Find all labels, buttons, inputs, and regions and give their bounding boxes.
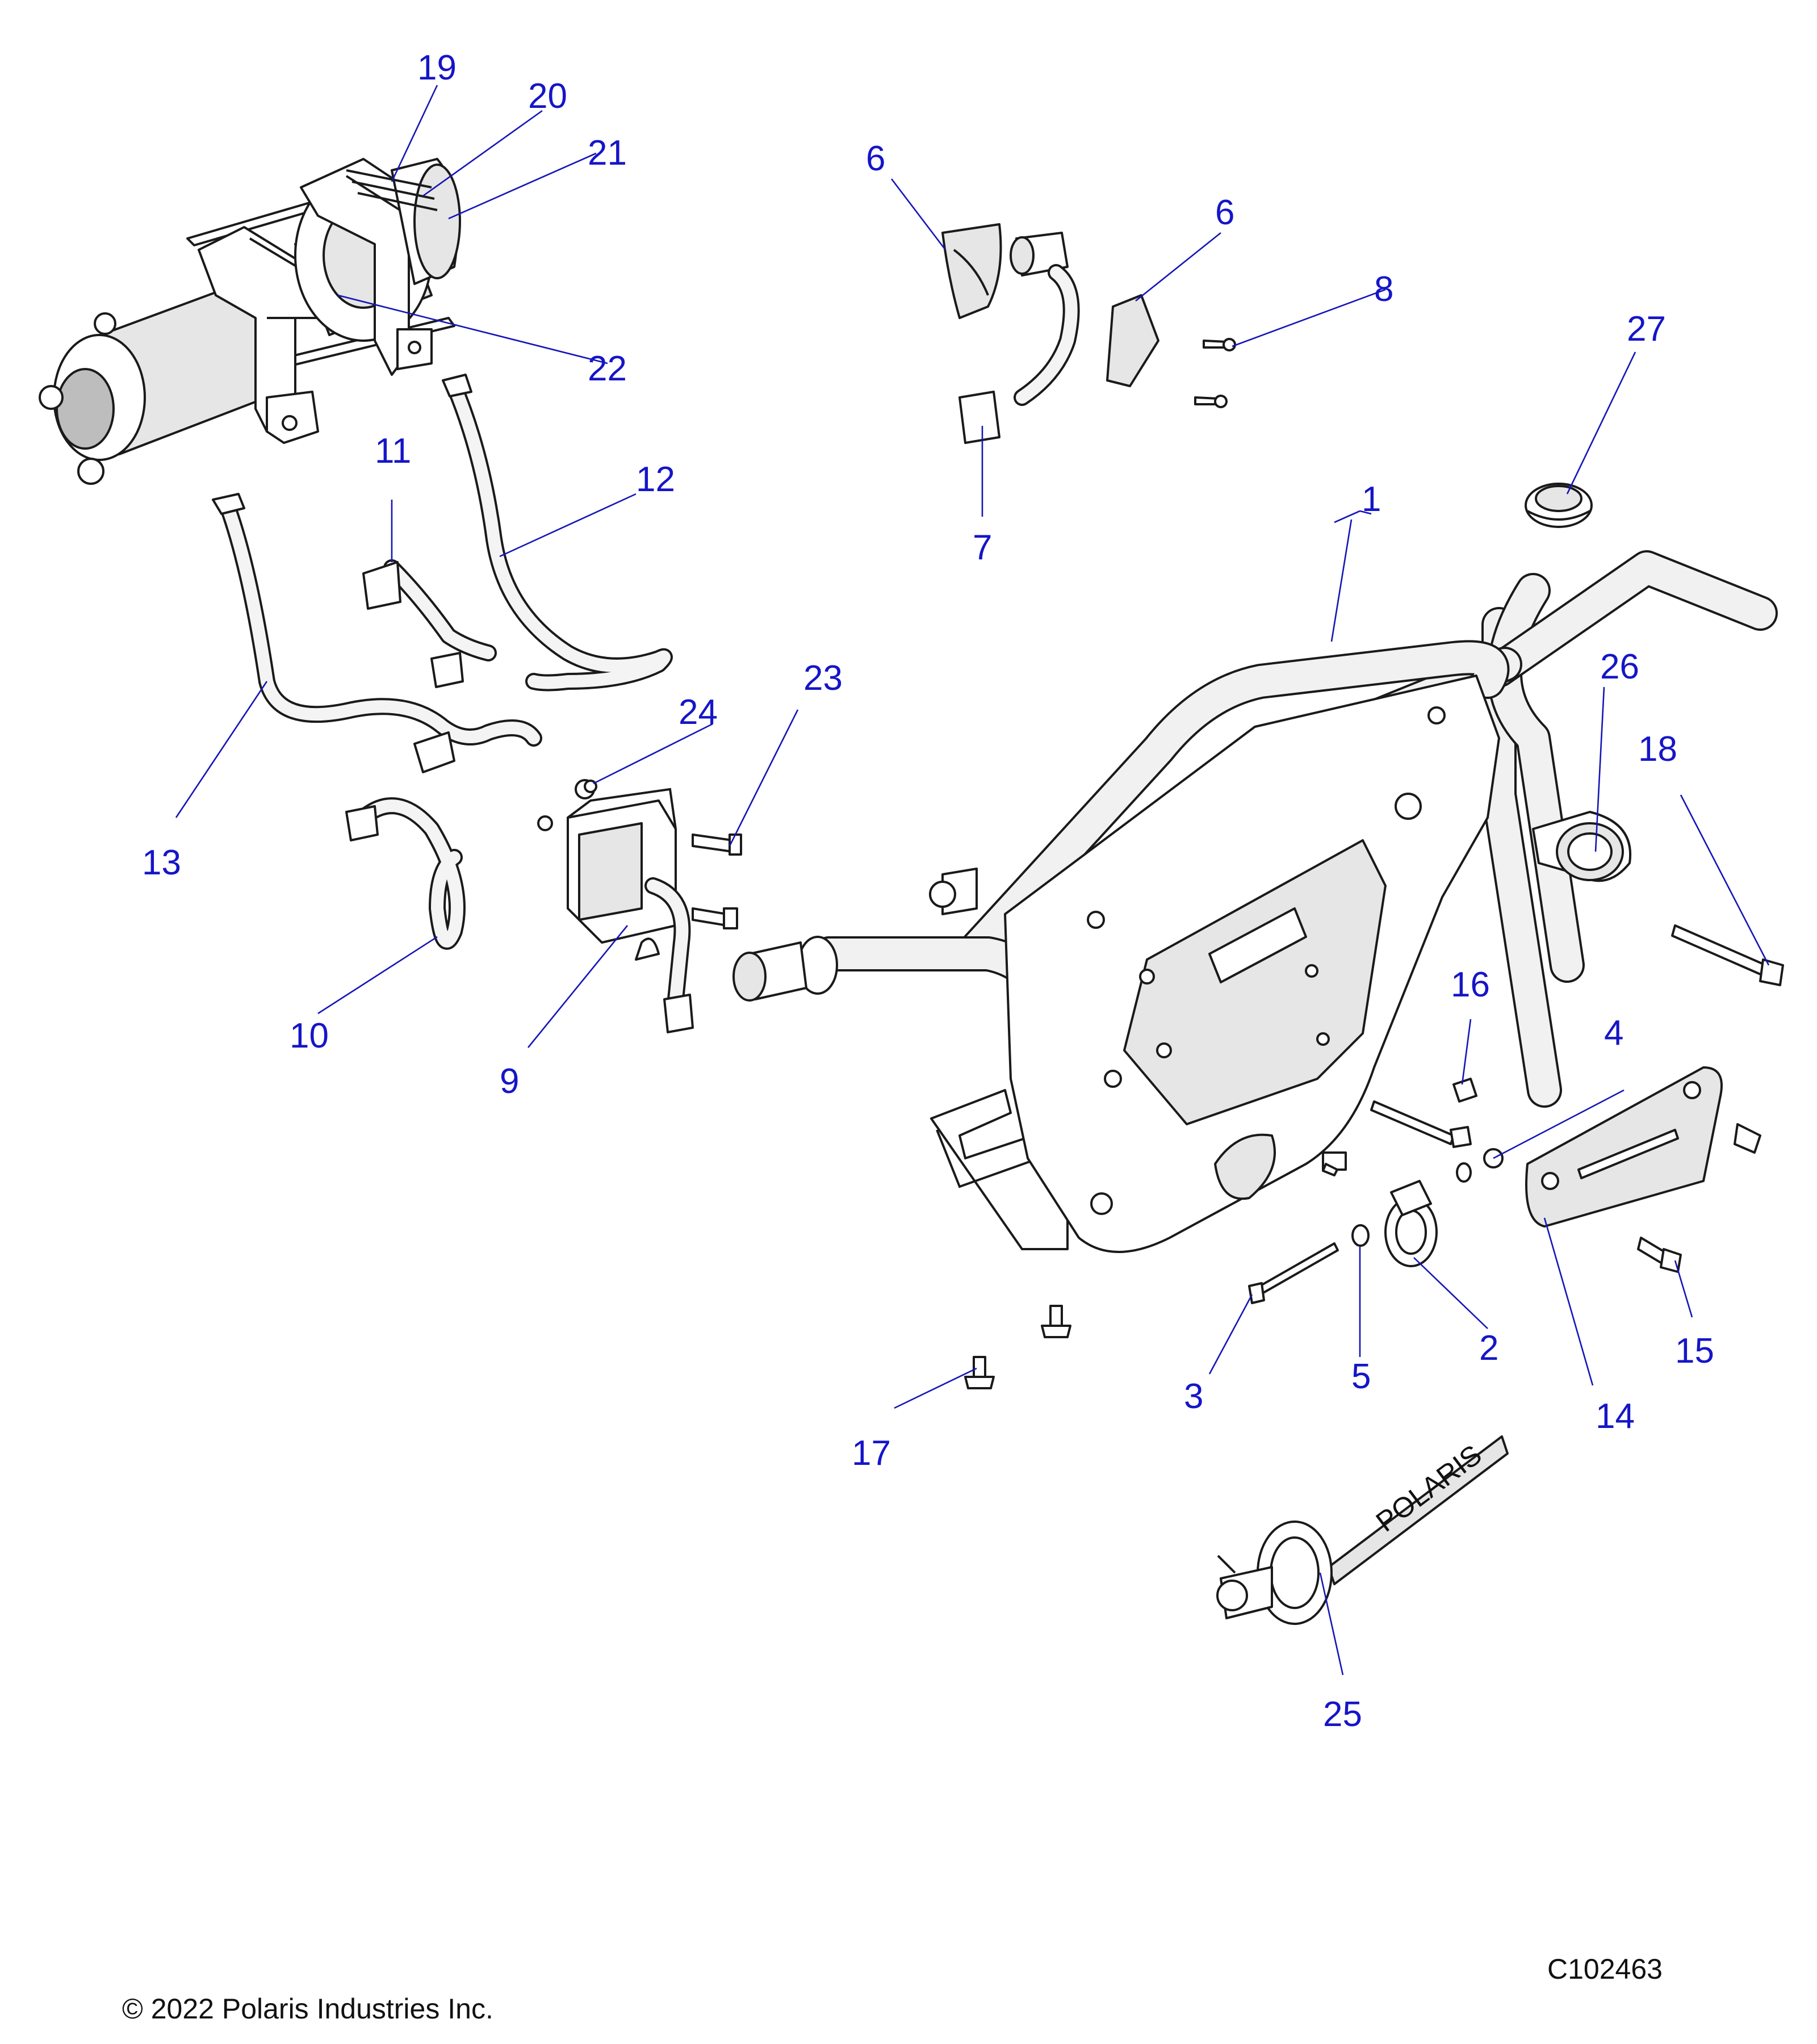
callout-labels: 1 2 3 4 5 6 6 7 8 9 10 11 12 13 14 15 16… [142, 48, 1714, 1734]
fairlead-plate-14[interactable] [1525, 1066, 1723, 1228]
callout-19[interactable]: 19 [417, 48, 457, 87]
callout-3[interactable]: 3 [1184, 1377, 1203, 1416]
plug-27[interactable] [1525, 483, 1593, 528]
cable-12[interactable] [442, 374, 673, 692]
bolt-23[interactable] [692, 833, 742, 929]
callout-1[interactable]: 1 [1362, 480, 1381, 519]
leader-lines [175, 85, 1770, 1676]
bolt-near-frame [1322, 1151, 1347, 1176]
bolt-16[interactable] [1370, 1078, 1477, 1148]
winch-contactor[interactable] [537, 779, 694, 1033]
callout-22[interactable]: 22 [588, 349, 627, 388]
callout-7[interactable]: 7 [973, 528, 992, 567]
shackle-strap-25[interactable]: POLARIS [1216, 1435, 1509, 1625]
callout-17[interactable]: 17 [852, 1434, 891, 1473]
screws-8[interactable] [1194, 338, 1236, 408]
callout-18[interactable]: 18 [1638, 730, 1677, 769]
callout-24[interactable]: 24 [679, 693, 718, 732]
cable-10[interactable] [345, 797, 466, 950]
callout-16[interactable]: 16 [1451, 965, 1490, 1004]
callout-10[interactable]: 10 [290, 1016, 329, 1055]
callout-6b[interactable]: 6 [1215, 193, 1234, 232]
bumper-frame[interactable] [732, 550, 1778, 1253]
callout-14[interactable]: 14 [1596, 1397, 1635, 1436]
winch-assembly[interactable] [39, 158, 461, 485]
callout-8[interactable]: 8 [1374, 270, 1393, 309]
callout-5[interactable]: 5 [1351, 1357, 1371, 1396]
bolt-17[interactable] [964, 1305, 1071, 1389]
washer [1456, 1162, 1472, 1183]
callout-2[interactable]: 2 [1479, 1329, 1498, 1368]
callout-11[interactable]: 11 [375, 432, 411, 471]
callout-23[interactable]: 23 [803, 659, 843, 698]
cable-13[interactable] [212, 493, 542, 773]
bolt-18[interactable] [1671, 924, 1784, 986]
tow-hook-2[interactable] [1384, 1180, 1438, 1267]
cable-11[interactable] [362, 559, 497, 688]
callout-15[interactable]: 15 [1675, 1331, 1714, 1371]
callout-4[interactable]: 4 [1604, 1013, 1623, 1053]
callout-9[interactable]: 9 [500, 1062, 519, 1101]
washer-5[interactable] [1351, 1224, 1370, 1247]
callout-26[interactable]: 26 [1600, 647, 1639, 686]
callout-20[interactable]: 20 [528, 77, 567, 116]
copyright-text: © 2022 Polaris Industries Inc. [122, 1993, 493, 2025]
bolt-15[interactable] [1637, 1237, 1682, 1273]
drawing-number: C102463 [1547, 1953, 1663, 1985]
callout-27[interactable]: 27 [1627, 309, 1666, 349]
switch-bezel-right[interactable] [1106, 294, 1159, 387]
callout-25[interactable]: 25 [1323, 1695, 1362, 1734]
clamp-26[interactable] [1532, 811, 1632, 882]
bolt-right [1734, 1123, 1761, 1154]
switch-harness-7[interactable] [958, 232, 1080, 444]
switch-bezel-left[interactable] [941, 223, 1002, 319]
callout-12[interactable]: 12 [636, 460, 675, 499]
callout-21[interactable]: 21 [588, 133, 627, 173]
strap-text: POLARIS [1370, 1439, 1488, 1538]
callout-6a[interactable]: 6 [866, 139, 885, 178]
bolt-3[interactable] [1248, 1242, 1339, 1304]
callout-13[interactable]: 13 [142, 843, 181, 882]
